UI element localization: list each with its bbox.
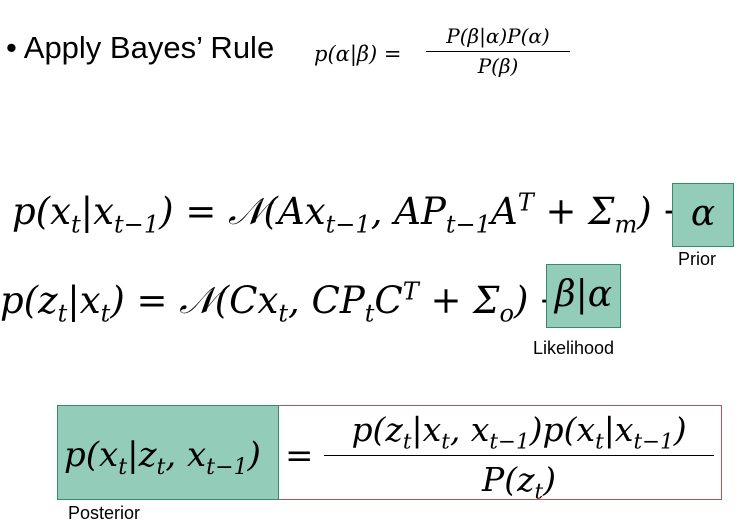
- prior-label: Prior: [678, 249, 717, 269]
- eq2-sub: t: [57, 299, 68, 328]
- post-part: , x: [165, 435, 207, 475]
- post-part: ): [247, 435, 261, 475]
- bayes-numerator: P(β|α)P(α): [446, 24, 550, 48]
- bayes-fraction: P(β|α)P(α) P(β): [426, 24, 570, 78]
- eq2-sub: o: [499, 299, 514, 328]
- eq1-part: + Σ: [533, 190, 615, 233]
- bayes-fraction-bar: [426, 51, 570, 52]
- post-sub: t: [118, 453, 128, 480]
- eq1-part: , AP: [370, 190, 446, 233]
- eq2-sub: t: [100, 299, 111, 328]
- num-sub: t: [402, 429, 412, 455]
- eq2-part: p(z: [0, 279, 58, 322]
- likelihood-box: β|α: [546, 264, 621, 328]
- den-part: P(z: [482, 460, 535, 499]
- num-part: )p(x: [529, 410, 596, 449]
- eq2-sup: T: [402, 277, 419, 306]
- eq2-part: ) = 𝒩(Cx: [110, 279, 279, 322]
- bullet-text: Apply Bayes’ Rule: [23, 30, 275, 65]
- num-part: |x: [411, 410, 442, 449]
- eq2-part: C: [374, 279, 403, 322]
- posterior-lhs: p(xt|zt, xt−1): [64, 435, 261, 478]
- eq2-sub: t: [278, 299, 289, 328]
- bayes-lhs: p(α|β) =: [314, 42, 402, 66]
- num-sub: t: [595, 429, 604, 455]
- post-part: p(x: [64, 435, 119, 475]
- eq2-sub: t: [364, 299, 375, 328]
- num-sub: t: [441, 429, 450, 455]
- eq1-sub: t: [71, 210, 81, 239]
- den-part: ): [543, 460, 556, 499]
- eq1-sub: m: [614, 210, 638, 239]
- likelihood-equation: p(zt|xt) = 𝒩(Cxt, CPtCT + Σo) →: [0, 277, 571, 325]
- post-sub: t−1: [206, 453, 248, 480]
- bullet-heading: • Apply Bayes’ Rule: [6, 30, 274, 66]
- post-sub: t: [156, 453, 166, 480]
- num-sub: t−1: [633, 429, 674, 455]
- posterior-denominator: P(zt): [324, 460, 714, 503]
- num-sub: t−1: [489, 429, 530, 455]
- bullet-marker: •: [6, 30, 17, 65]
- likelihood-label: Likelihood: [533, 338, 615, 358]
- bayes-denominator: P(β): [477, 54, 519, 78]
- posterior-fraction: p(zt|xt, xt−1)p(xt|xt−1) P(zt): [324, 410, 714, 503]
- eq1-part: ) = 𝒩(Ax: [159, 190, 326, 233]
- den-sub: t: [534, 479, 544, 505]
- eq1-sup: T: [517, 188, 534, 217]
- num-part: , x: [449, 410, 490, 449]
- prior-box: α: [672, 183, 734, 247]
- eq1-part: |x: [80, 190, 115, 233]
- eq1-part: A: [490, 190, 518, 233]
- num-part: |x: [603, 410, 634, 449]
- eq1-part: p(x: [12, 190, 71, 233]
- prior-equation: p(xt|xt−1) = 𝒩(Axt−1, APt−1AT + Σm) →: [12, 188, 694, 236]
- eq2-part: |x: [67, 279, 101, 322]
- eq1-sub: t−1: [325, 210, 371, 239]
- posterior-highlight-box: [57, 405, 279, 500]
- eq2-part: + Σ: [418, 279, 500, 322]
- num-part: ): [673, 410, 687, 449]
- posterior-fraction-bar: [324, 455, 714, 456]
- posterior-label: Posterior: [68, 503, 141, 523]
- eq1-sub: t−1: [445, 210, 491, 239]
- post-part: |z: [127, 435, 157, 475]
- num-part: p(z: [351, 410, 403, 449]
- posterior-numerator: p(zt|xt, xt−1)p(xt|xt−1): [324, 410, 714, 453]
- eq1-sub: t−1: [114, 210, 160, 239]
- posterior-equals: =: [285, 436, 314, 476]
- eq2-part: , CP: [288, 279, 365, 322]
